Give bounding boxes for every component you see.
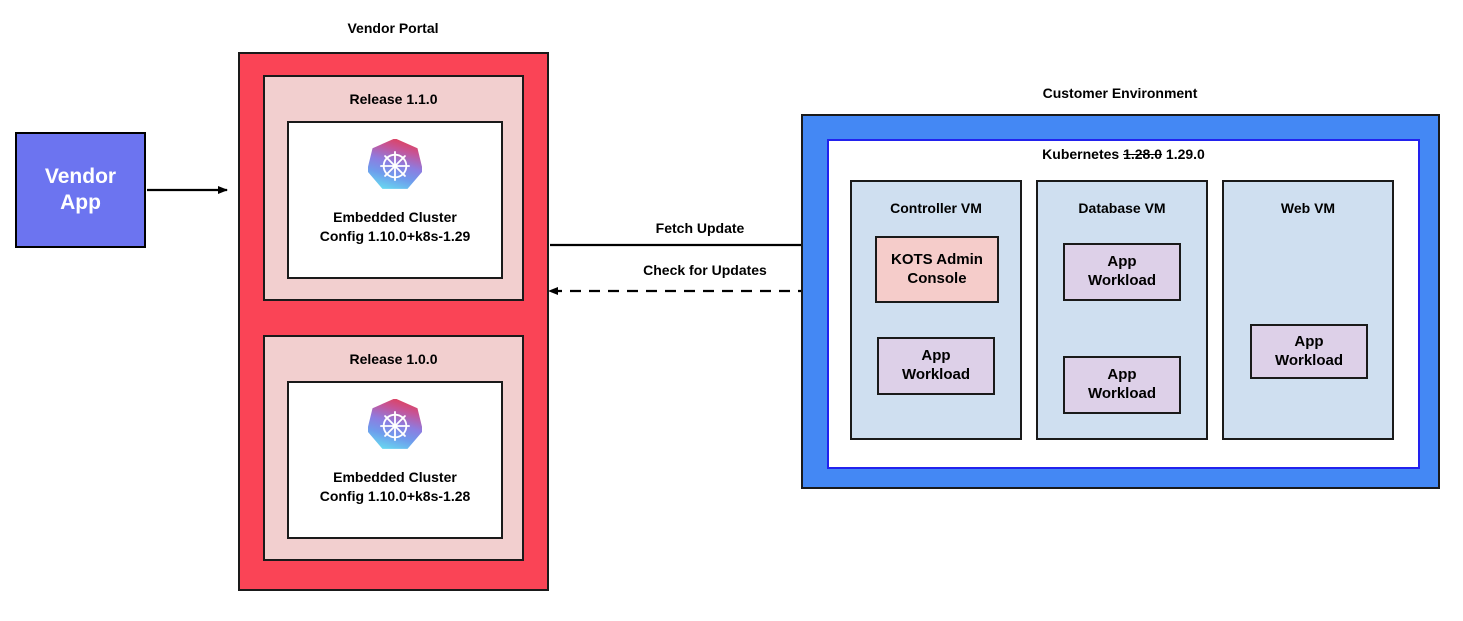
vendor-app-box[interactable]: Vendor App xyxy=(15,132,146,248)
node-label: App Workload xyxy=(1088,366,1156,404)
kubernetes-version-prefix: Kubernetes xyxy=(1042,146,1120,162)
release-box-1-0-0[interactable]: Release 1.0.0 xyxy=(263,335,524,561)
vm-title: Controller VM xyxy=(890,200,982,216)
ec-config-line1: Embedded Cluster xyxy=(333,209,457,225)
node-label: App Workload xyxy=(902,347,970,385)
node-label: KOTS Admin Console xyxy=(891,251,983,289)
kubernetes-version-new: 1.29.0 xyxy=(1165,146,1205,162)
node-label-line1: App xyxy=(1107,366,1137,384)
vendor-app-label-line1: Vendor xyxy=(44,164,117,188)
node-label-line2: Workload xyxy=(1087,385,1157,402)
ec-config-line2: Config 1.10.0+k8s-1.28 xyxy=(319,487,471,504)
ec-config-line2: Config 1.10.0+k8s-1.29 xyxy=(319,227,471,244)
node-label: App Workload xyxy=(1088,253,1156,291)
embedded-cluster-config: Embedded Cluster Config 1.10.0+k8s-1.29 xyxy=(320,208,471,246)
node-label-line2: Console xyxy=(907,269,967,287)
node-label-line1: App xyxy=(1294,332,1324,350)
kubernetes-icon xyxy=(366,138,424,198)
vm-title: Web VM xyxy=(1280,200,1336,216)
vendor-app-label-line2: App xyxy=(60,191,101,214)
node-label-line1: App xyxy=(1107,253,1137,271)
kots-admin-console-node[interactable]: KOTS Admin Console xyxy=(875,236,999,303)
kubernetes-version-label: Kubernetes 1.28.0 1.29.0 xyxy=(827,146,1420,162)
ec-config-line1: Embedded Cluster xyxy=(333,469,457,485)
vm-box-web[interactable]: Web VM xyxy=(1222,180,1394,440)
vm-box-controller[interactable]: Controller VM xyxy=(850,180,1022,440)
release-content-card: Embedded Cluster Config 1.10.0+k8s-1.29 xyxy=(287,121,503,279)
node-label-line2: Workload xyxy=(1087,272,1157,289)
vendor-portal-title: Vendor Portal xyxy=(347,20,439,36)
flow-label-check-for-updates: Check for Updates xyxy=(643,262,767,278)
node-label: App Workload xyxy=(1275,333,1343,371)
release-title: Release 1.0.0 xyxy=(349,351,438,367)
app-workload-node[interactable]: App Workload xyxy=(1250,324,1368,379)
node-label-line2: Workload xyxy=(1274,351,1344,369)
release-title: Release 1.1.0 xyxy=(349,91,438,107)
release-box-1-1-0[interactable]: Release 1.1.0 xyxy=(263,75,524,301)
embedded-cluster-config: Embedded Cluster Config 1.10.0+k8s-1.28 xyxy=(320,468,471,506)
app-workload-node[interactable]: App Workload xyxy=(877,337,995,395)
kubernetes-version-old: 1.28.0 xyxy=(1123,146,1163,162)
node-label-line1: App xyxy=(921,347,951,365)
vm-title: Database VM xyxy=(1078,200,1166,216)
app-workload-node[interactable]: App Workload xyxy=(1063,356,1181,414)
flow-label-fetch-update: Fetch Update xyxy=(655,220,745,236)
kubernetes-icon xyxy=(366,398,424,458)
node-label-line1: KOTS Admin xyxy=(891,250,983,268)
release-content-card: Embedded Cluster Config 1.10.0+k8s-1.28 xyxy=(287,381,503,539)
node-label-line2: Workload xyxy=(901,366,971,383)
customer-environment-title: Customer Environment xyxy=(1042,85,1198,101)
app-workload-node[interactable]: App Workload xyxy=(1063,243,1181,301)
vendor-app-label: Vendor App xyxy=(45,164,116,217)
